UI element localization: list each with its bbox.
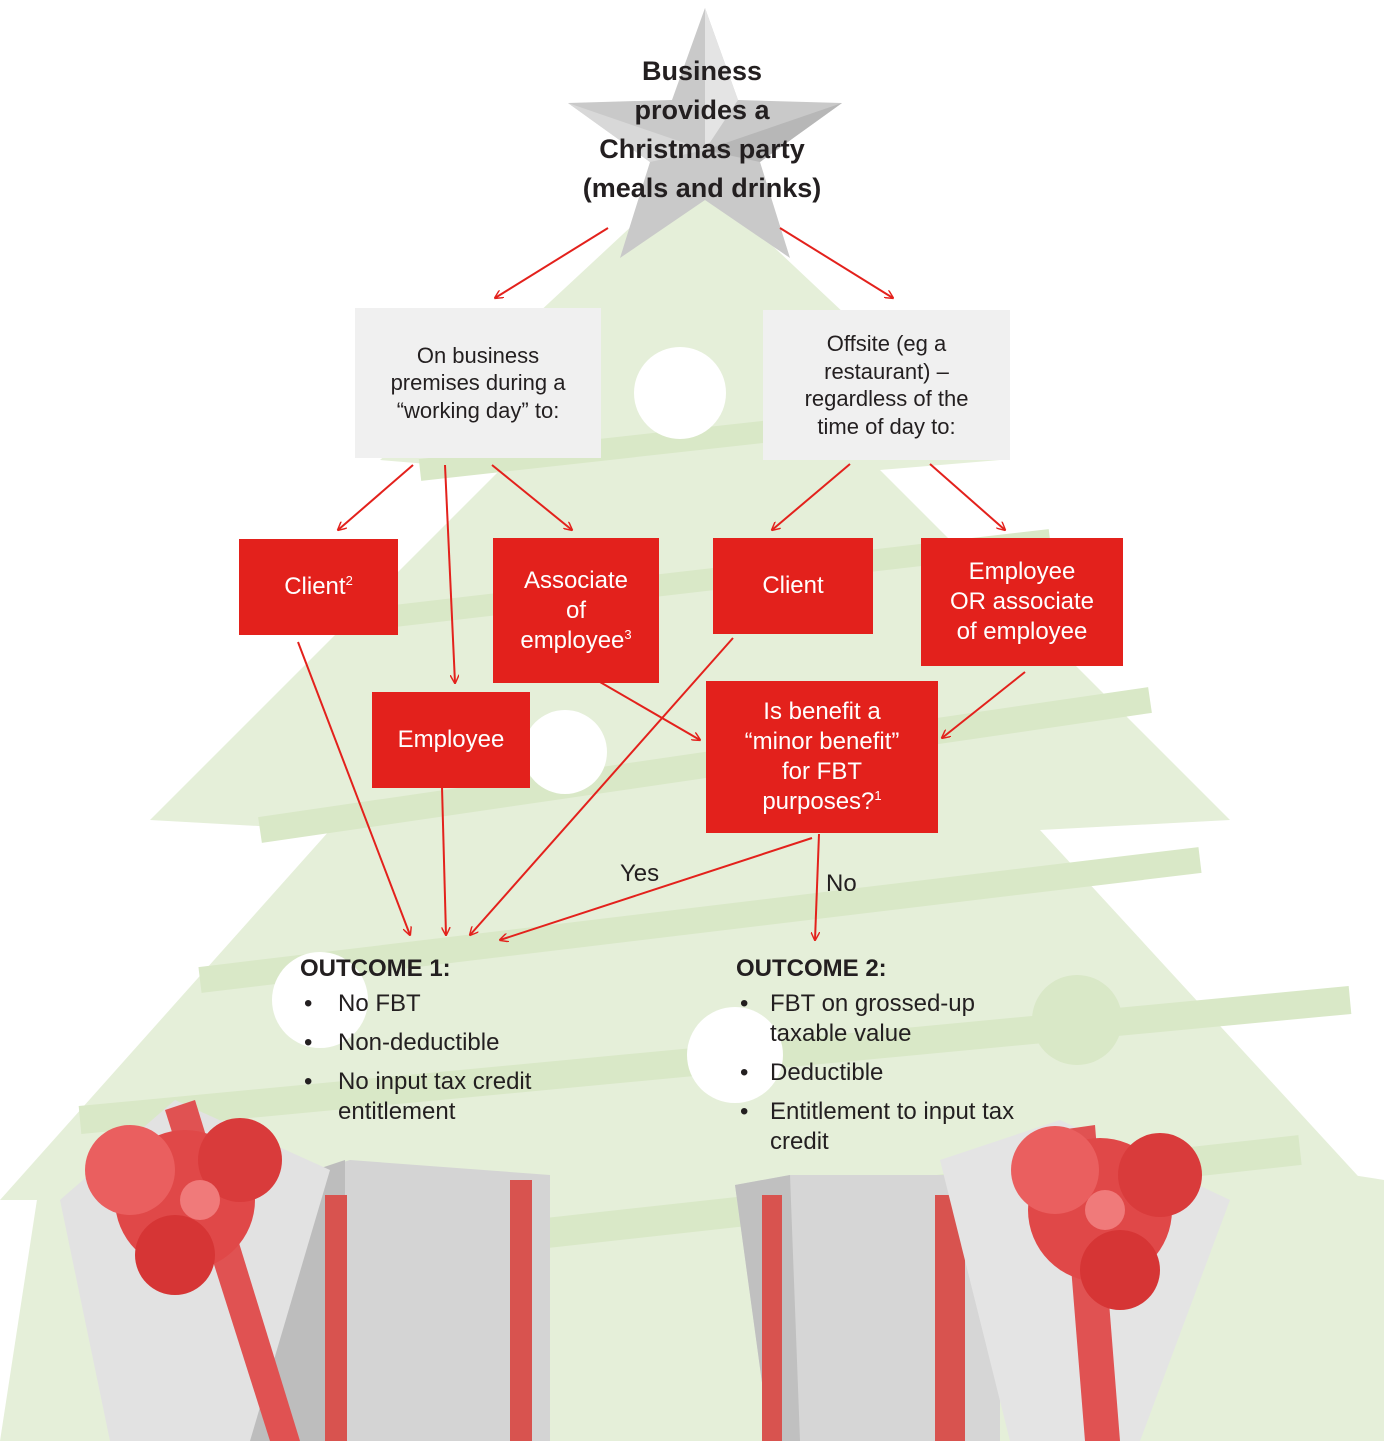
employee-associate-line: OR associate <box>949 588 1095 615</box>
employee-associate-line: of employee <box>956 618 1088 645</box>
outcome-2-list: FBT on grossed-up taxable value Deductib… <box>736 989 1046 1157</box>
yes-label: Yes <box>620 860 660 887</box>
outcome-2-title: OUTCOME 2: <box>736 955 887 982</box>
client-offsite-box: Client <box>713 538 873 634</box>
offsite-line: Offsite (eg a <box>826 331 947 356</box>
start-node: Business provides a Christmas party (mea… <box>542 52 862 208</box>
employee-premises-label: Employee <box>397 726 505 753</box>
outcome-1-item: No FBT <box>300 989 600 1019</box>
decision-line: Is benefit a <box>763 698 881 725</box>
start-line: (meals and drinks) <box>582 173 822 203</box>
outcome-2-item: Deductible <box>736 1058 1046 1088</box>
associate-line: of <box>565 596 586 624</box>
decision-line: purposes?1 <box>762 788 882 815</box>
outcome-1: OUTCOME 1: No FBT Non-deductible No inpu… <box>300 955 600 1136</box>
footnote-ref: 1 <box>874 788 882 803</box>
client-offsite-label: Client <box>762 572 824 599</box>
offsite-branch-box: Offsite (eg a restaurant) – regardless o… <box>763 310 1010 460</box>
gift-box-left <box>60 1100 550 1441</box>
start-line: Christmas party <box>599 134 805 164</box>
footnote-ref: 2 <box>345 573 353 588</box>
offsite-line: restaurant) – <box>824 358 949 384</box>
footnote-ref: 3 <box>624 626 632 642</box>
no-label: No <box>826 870 857 897</box>
decision-line: for FBT <box>781 758 862 785</box>
client-premises-box: Client2 <box>239 539 398 635</box>
employee-associate-line: Employee <box>968 558 1076 585</box>
start-line: provides a <box>634 95 770 125</box>
premises-branch-box: On business premises during a “working d… <box>355 308 601 458</box>
decision-line: “minor benefit” <box>744 728 900 755</box>
associate-premises-box: Associate of employee3 <box>493 538 659 683</box>
associate-line: Associate <box>523 566 629 594</box>
outcome-1-title: OUTCOME 1: <box>300 955 451 982</box>
employee-associate-offsite-box: Employee OR associate of employee <box>921 538 1123 666</box>
outcome-1-item: No input tax credit entitlement <box>300 1067 600 1127</box>
client-premises-label: Client2 <box>284 573 353 600</box>
offsite-line: regardless of the <box>804 386 969 411</box>
tree-ornament-green <box>1032 975 1122 1065</box>
offsite-line: time of day to: <box>817 413 956 439</box>
premises-line: On business <box>416 342 540 368</box>
employee-premises-box: Employee <box>372 692 530 788</box>
outcome-1-list: No FBT Non-deductible No input tax credi… <box>300 989 600 1127</box>
star <box>568 8 842 258</box>
premises-line: “working day” to: <box>396 397 560 423</box>
outcome-2-item: FBT on grossed-up taxable value <box>736 989 1046 1049</box>
outcome-1-item: Non-deductible <box>300 1028 600 1058</box>
outcome-2: OUTCOME 2: FBT on grossed-up taxable val… <box>736 955 1046 1166</box>
associate-line: employee3 <box>520 626 632 654</box>
premises-line: premises during a <box>390 370 566 396</box>
start-line: Business <box>641 56 763 86</box>
outcome-2-item: Entitlement to input tax credit <box>736 1097 1046 1157</box>
decision-box: Is benefit a “minor benefit” for FBT pur… <box>706 681 938 833</box>
